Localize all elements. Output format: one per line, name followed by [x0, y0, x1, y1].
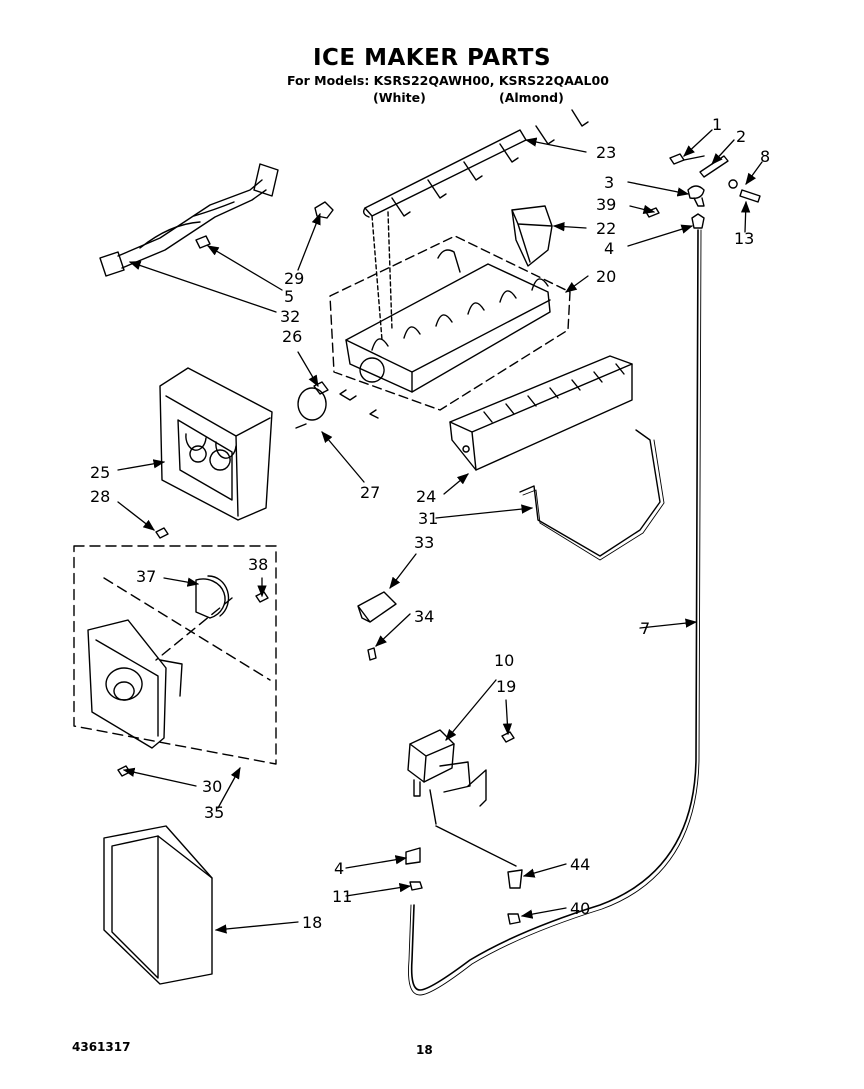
callout-37: 37 [136, 567, 156, 586]
page-title: ICE MAKER PARTS [312, 45, 552, 71]
callout-26: 26 [282, 327, 302, 346]
part-shutoff-arm [519, 429, 661, 557]
callout-13: 13 [734, 229, 754, 248]
part-thermostat [295, 387, 327, 429]
part-module-housing [159, 367, 273, 521]
callout-27: 27 [360, 483, 380, 502]
callout-3: 3 [604, 173, 614, 192]
outline-guide-2 [155, 597, 233, 661]
part-water-line-inner [408, 229, 702, 996]
callout-5: 5 [284, 287, 294, 306]
model-numbers: For Models: KSRS22QAWH00, KSRS22QAAL00 [287, 73, 609, 88]
part-motor-assembly-outline [73, 545, 277, 765]
callout-28: 28 [90, 487, 110, 506]
callout-38: 38 [248, 555, 268, 574]
callout-1: 1 [712, 115, 722, 134]
callout-32: 32 [280, 307, 300, 326]
callout-31: 31 [418, 509, 438, 528]
part-ejector [362, 109, 589, 341]
callout-39: 39 [596, 195, 616, 214]
callout-33: 33 [414, 533, 434, 552]
callout-29: 29 [284, 269, 304, 288]
callout-labels: 1 2 8 3 39 13 4 23 22 20 29 5 32 26 25 2… [90, 115, 770, 932]
part-wire-harness [99, 163, 279, 277]
callout-22: 22 [596, 219, 616, 238]
variant-white-label: (White) [373, 90, 426, 105]
callout-24: 24 [416, 487, 436, 506]
document-number: 4361317 [72, 1040, 131, 1054]
part-nut-40 [507, 913, 521, 925]
part-shutoff-arm-inner [522, 439, 665, 561]
part-bracket-29 [314, 201, 334, 219]
callout-35: 35 [204, 803, 224, 822]
part-screw-28 [155, 527, 169, 539]
callout-20: 20 [596, 267, 616, 286]
callout-44: 44 [570, 855, 590, 874]
callout-8: 8 [760, 147, 770, 166]
part-fill-cup [511, 205, 553, 267]
callout-7: 7 [640, 619, 650, 638]
part-mounting-plate [87, 619, 183, 749]
page-number: 18 [416, 1043, 433, 1057]
part-mold [339, 249, 551, 419]
part-clip-26 [313, 381, 329, 395]
part-water-line [410, 229, 699, 991]
callout-2: 2 [736, 127, 746, 146]
part-motor [195, 575, 230, 619]
callout-11: 11 [332, 887, 352, 906]
part-fill-tube-fittings [645, 153, 761, 229]
part-nut-11 [409, 881, 423, 891]
callout-30: 30 [202, 777, 222, 796]
callout-40: 40 [570, 899, 590, 918]
part-screw-34 [367, 647, 377, 661]
callout-34: 34 [414, 607, 434, 626]
callout-4-bottom: 4 [334, 859, 344, 878]
part-water-valve [407, 729, 517, 867]
part-mold-dashed-outline [329, 235, 571, 411]
callout-4-top: 4 [604, 239, 614, 258]
outline-guide-1 [103, 577, 271, 681]
callout-25: 25 [90, 463, 110, 482]
callout-10: 10 [494, 651, 514, 670]
part-front-cover [103, 825, 213, 985]
part-fitting-4b [405, 847, 421, 865]
variant-almond-label: (Almond) [499, 90, 564, 105]
callout-18: 18 [302, 913, 322, 932]
leader-lines [117, 129, 763, 934]
part-fitting-44 [507, 869, 523, 889]
callout-23: 23 [596, 143, 616, 162]
part-bracket-33 [357, 591, 397, 623]
part-ice-stripper [449, 355, 633, 471]
callout-19: 19 [496, 677, 516, 696]
